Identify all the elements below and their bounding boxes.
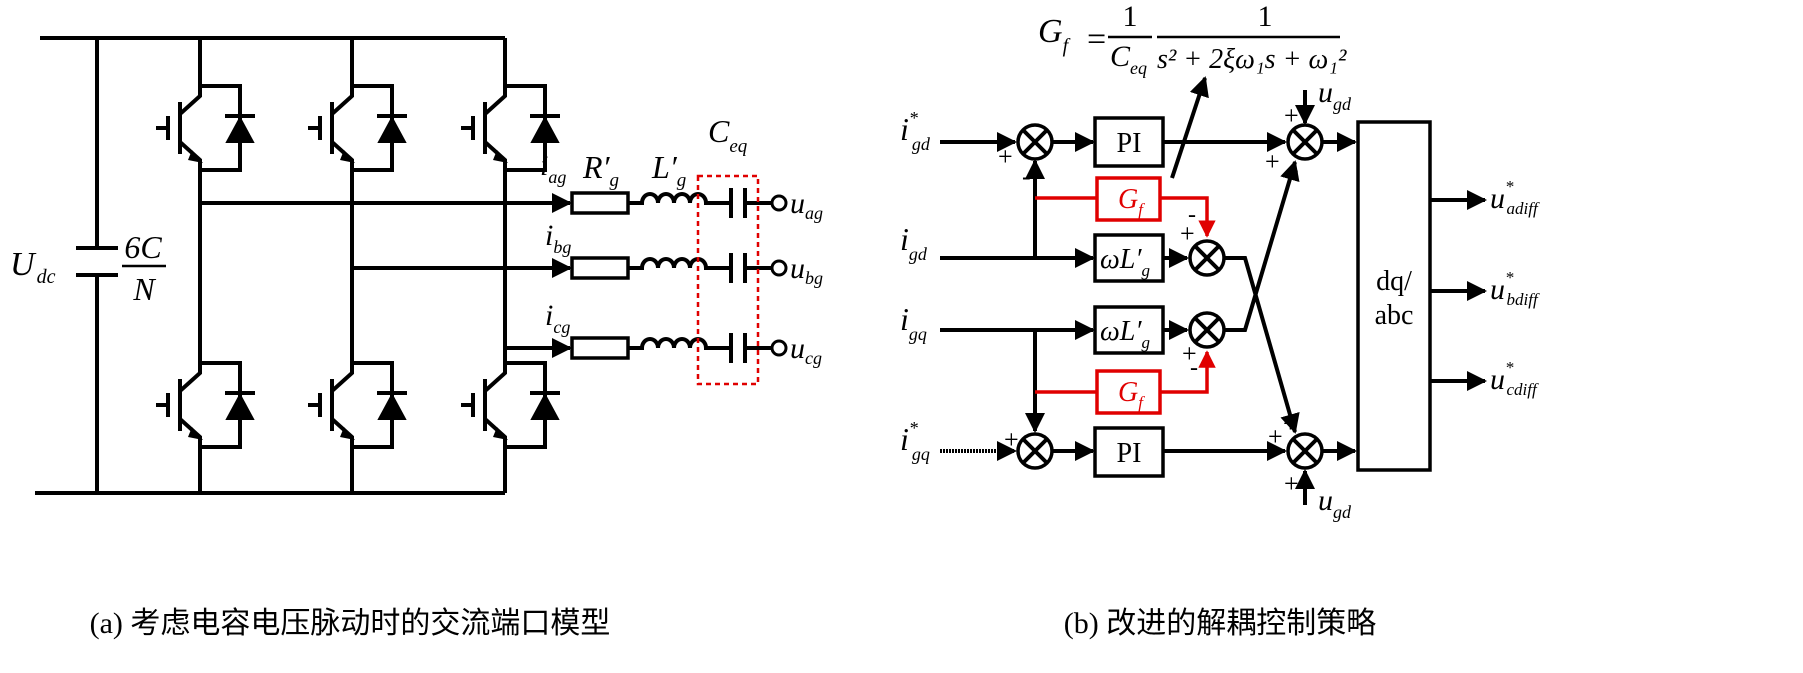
svg-text:+: + xyxy=(1283,409,1298,438)
resistor-a xyxy=(570,191,630,215)
svg-text:s² + 2ξω₁s + ω₁²: s² + 2ξω₁s + ω₁² xyxy=(1157,44,1347,75)
igd-label: igd xyxy=(900,221,928,264)
wl-label-bottom: ωL′g xyxy=(1100,316,1150,352)
caption-a: (a) 考虑电容电压脉动时的交流端口模型 xyxy=(90,607,611,640)
output-adiff-label: u*adiff xyxy=(1490,177,1540,218)
svg-text:+: + xyxy=(1004,425,1019,454)
svg-text:Gf: Gf xyxy=(1038,13,1071,57)
inductor-c xyxy=(628,337,724,350)
output-b-label: ubg xyxy=(790,252,823,288)
eq-capacitor-label: Ceq xyxy=(708,113,748,157)
capacitor-numerator: 6C xyxy=(124,229,162,265)
current-c-label: icg xyxy=(545,299,570,337)
svg-text:-: - xyxy=(1022,162,1031,191)
ugd-label-bottom: ugd xyxy=(1318,484,1352,522)
svg-text:dq/: dq/ xyxy=(1376,266,1412,297)
wl-label-top: ωL′g xyxy=(1100,244,1150,280)
current-b-label: ibg xyxy=(545,219,571,257)
output-bdiff-label: u*bdiff xyxy=(1490,268,1540,309)
output-a-label: uag xyxy=(790,187,823,223)
svg-text:1: 1 xyxy=(1258,0,1273,33)
resistor-c xyxy=(570,336,630,360)
svg-text:=: = xyxy=(1087,21,1106,58)
inductor-b xyxy=(628,257,724,270)
svg-text:PI: PI xyxy=(1117,128,1142,159)
output-c-label: ucg xyxy=(790,332,822,368)
inductor-a xyxy=(628,192,724,205)
equivalent-capacitor-box xyxy=(696,174,760,386)
igq-ref-label: i*gq xyxy=(900,418,930,464)
terminal-b xyxy=(770,259,788,277)
svg-text:-: - xyxy=(1190,355,1198,381)
igd-ref-label: i*gd xyxy=(900,108,931,154)
svg-text:abc: abc xyxy=(1375,300,1414,331)
svg-text:+: + xyxy=(1284,101,1299,130)
svg-text:+: + xyxy=(1180,219,1195,248)
svg-text:+: + xyxy=(1284,469,1299,498)
resistor-label: R′g xyxy=(582,149,619,191)
svg-text:+: + xyxy=(1265,147,1280,176)
gf-block-top xyxy=(1095,176,1162,222)
control-diagram: Gf = 1 Ceq 1 s² + 2ξω₁s + ω₁² i*gd igd i… xyxy=(900,0,1540,522)
output-cdiff-label: u*cdiff xyxy=(1490,358,1539,399)
svg-text:+: + xyxy=(1182,339,1197,368)
resistor-b xyxy=(570,256,630,280)
gf-label-bottom: Gf xyxy=(1118,377,1145,412)
caption-b: (b) 改进的解耦控制策略 xyxy=(1064,607,1376,640)
svg-text:1: 1 xyxy=(1123,0,1138,33)
igq-label: igq xyxy=(900,301,927,344)
svg-text:PI: PI xyxy=(1117,438,1142,469)
gf-label-top: Gf xyxy=(1118,184,1145,219)
svg-text:Ceq: Ceq xyxy=(1110,40,1147,78)
gf-formula: Gf = 1 Ceq 1 s² + 2ξω₁s + ω₁² xyxy=(1038,0,1347,78)
svg-text:-: - xyxy=(1188,202,1196,228)
inductor-label: L′g xyxy=(651,149,686,191)
wl-block-bottom xyxy=(1093,305,1165,355)
svg-text:+: + xyxy=(1268,422,1283,451)
ugd-label-top: ugd xyxy=(1318,76,1352,114)
pi-block-top xyxy=(1093,116,1165,168)
terminal-a xyxy=(770,194,788,212)
terminal-c xyxy=(770,339,788,357)
current-a-label: iag xyxy=(540,149,566,187)
dq-abc-block xyxy=(1356,120,1432,472)
capacitor-denominator: N xyxy=(132,271,156,307)
svg-text:+: + xyxy=(998,142,1013,171)
